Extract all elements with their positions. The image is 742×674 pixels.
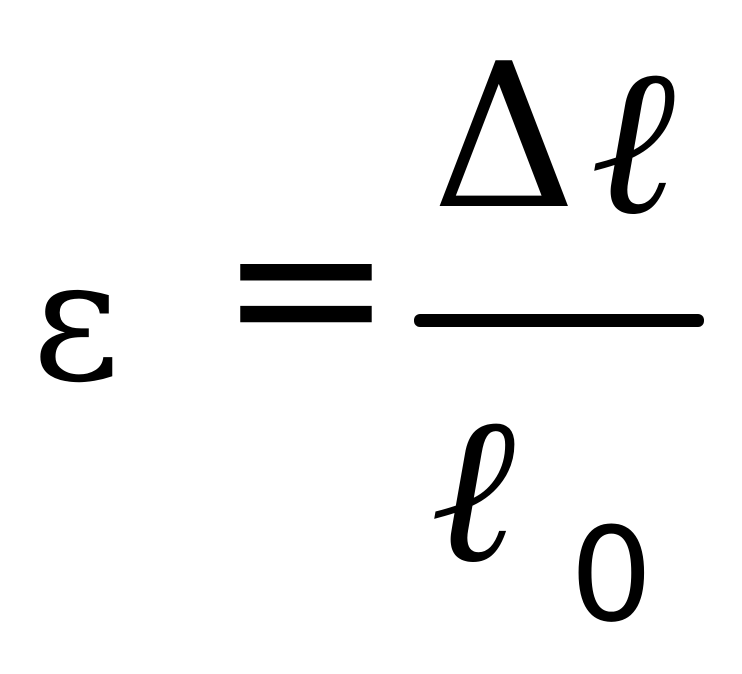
subscript-zero: 0 (570, 499, 653, 651)
equals-sign: = (218, 164, 394, 409)
epsilon-symbol: ε (32, 222, 121, 420)
fraction-bar (414, 314, 704, 327)
denominator-ell-symbol: ℓ (430, 371, 516, 609)
delta-symbol: Δ (432, 21, 577, 254)
numerator-ell-symbol: ℓ (590, 23, 676, 261)
